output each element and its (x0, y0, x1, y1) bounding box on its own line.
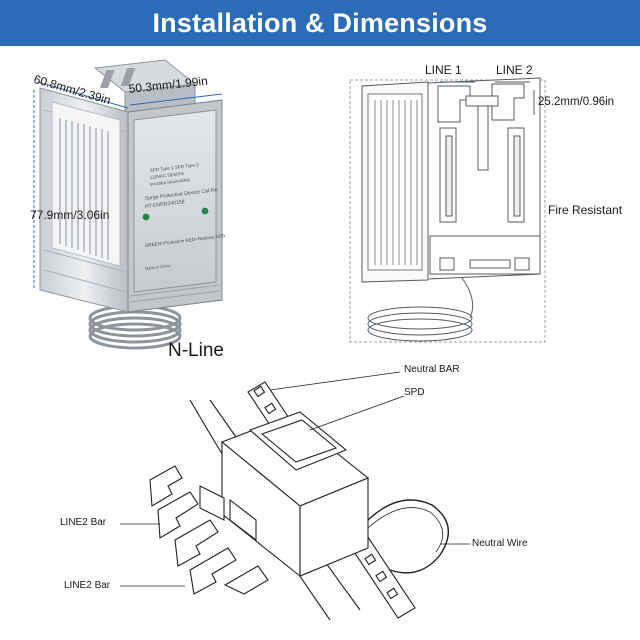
device-line-drawing (349, 77, 546, 343)
page-title-banner: Installation & Dimensions (0, 0, 640, 46)
spec-line-1: SPD Type 1 SPD Type 2 (150, 162, 200, 173)
page-title: Installation & Dimensions (152, 8, 488, 38)
line2-bar-label-upper: LINE2 Bar (60, 517, 107, 528)
n-line-label: N-Line (168, 340, 224, 361)
leader-lines (120, 371, 470, 587)
spd-label: SPD (404, 387, 425, 398)
installation-drawing (149, 381, 449, 621)
neutral-bar-label: Neutral BAR (404, 364, 460, 375)
line2-bar-label-lower: LINE2 Bar (64, 580, 111, 591)
neutral-wire-label: Neutral Wire (472, 538, 528, 549)
dimension-lines-right (440, 81, 535, 115)
spec-line-2: 120VAC 50/60Hz (150, 171, 186, 180)
terminal-dimension-label: 25.2mm/0.96in (538, 96, 615, 108)
height-dimension-label: 77.9mm/3.06in (30, 208, 110, 222)
status-indicator-icon (201, 207, 209, 215)
spec-line-3: In=20kA Imax=40kA (150, 177, 191, 187)
made-in-label: Made in China (145, 263, 172, 271)
fire-resistant-label: Fire Resistant (548, 203, 623, 217)
line1-label: LINE 1 (425, 63, 462, 77)
protection-indicator-icon (142, 213, 150, 221)
model-number: HT-DSPD240158 (145, 199, 186, 210)
dimension-lines-left (33, 81, 223, 290)
coiled-wire (88, 304, 182, 350)
line2-label: LINE 2 (496, 63, 533, 77)
device-photo (39, 59, 223, 350)
